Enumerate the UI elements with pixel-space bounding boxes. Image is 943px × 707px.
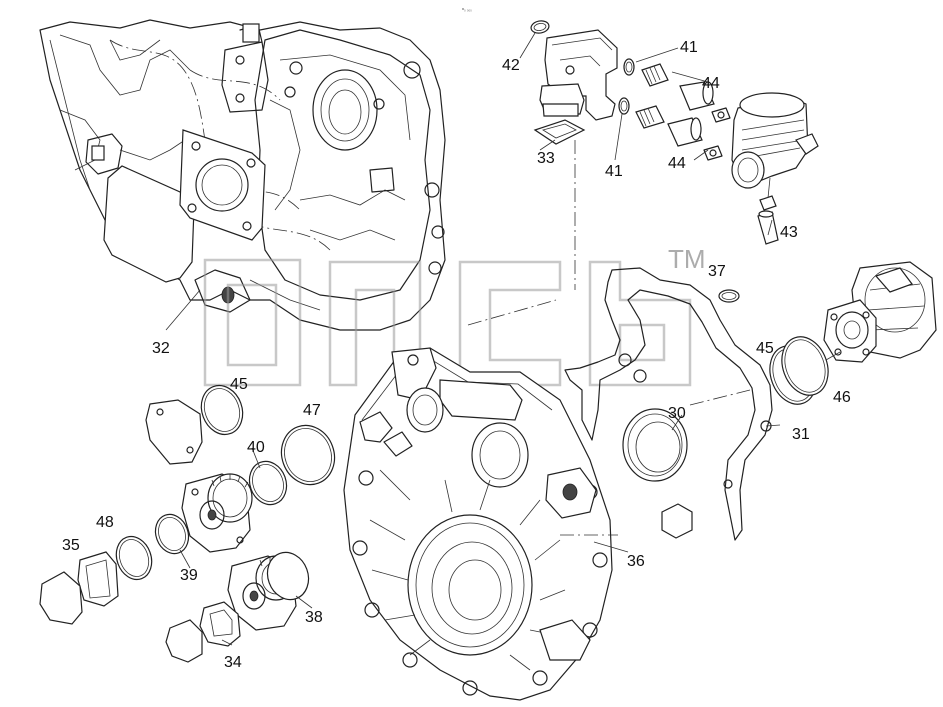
leader-lines <box>165 32 841 646</box>
part-labels: 30 31 32 33 34 35 36 37 38 39 40 41 41 4… <box>62 39 851 671</box>
large-gasket <box>564 267 773 541</box>
label-38: 38 <box>305 609 323 626</box>
label-42: 42 <box>502 57 520 74</box>
watermark-tm: TM <box>668 244 706 274</box>
engine-block-housing <box>39 19 446 331</box>
hydraulic-pipe-assembly <box>530 20 819 245</box>
label-41-upper: 41 <box>680 39 698 56</box>
header-mark: ᴹ₀ ₀₀₀ <box>462 7 472 12</box>
label-33: 33 <box>537 150 555 167</box>
label-43: 43 <box>780 224 798 241</box>
square-flange-gasket <box>179 129 266 241</box>
label-44-upper: 44 <box>702 75 720 92</box>
label-35: 35 <box>62 537 80 554</box>
label-48: 48 <box>96 514 114 531</box>
label-39: 39 <box>180 567 198 584</box>
label-36: 36 <box>627 553 645 570</box>
axis-line-mid <box>467 299 557 326</box>
label-45-right: 45 <box>756 340 774 357</box>
label-30: 30 <box>668 405 686 422</box>
label-45-left: 45 <box>230 376 248 393</box>
label-47: 47 <box>303 402 321 419</box>
label-46: 46 <box>833 389 851 406</box>
label-40: 40 <box>247 439 265 456</box>
gasket-33 <box>533 119 586 145</box>
cover-plate <box>103 165 195 283</box>
label-41-lower: 41 <box>605 163 623 180</box>
label-37: 37 <box>708 263 726 280</box>
gear-pump-upper <box>181 473 253 553</box>
axis-line-right <box>689 389 751 406</box>
flywheel-housing <box>343 347 613 701</box>
label-32: 32 <box>152 340 170 357</box>
label-31: 31 <box>792 426 810 443</box>
label-44-lower: 44 <box>668 155 686 172</box>
label-34: 34 <box>224 654 242 671</box>
pump-46 <box>823 261 937 363</box>
